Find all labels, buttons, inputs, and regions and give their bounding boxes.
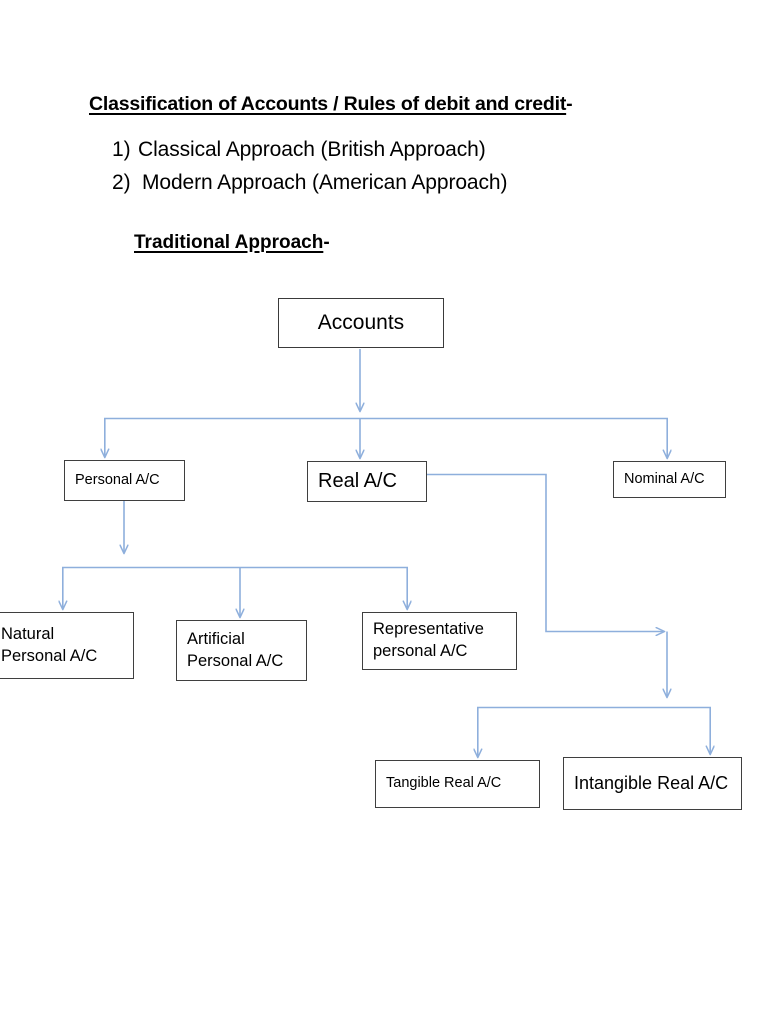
- list-item-2: 2) Modern Approach (American Approach): [112, 171, 507, 195]
- list-item-1-marker: 1): [112, 138, 131, 161]
- page-title-underlined: Classification of Accounts / Rules of de…: [89, 93, 567, 115]
- list-item-1-text: Classical Approach (British Approach): [138, 138, 486, 161]
- node-tangible-real-ac-label: Tangible Real A/C: [386, 775, 502, 792]
- list-item-2-marker: 2): [112, 171, 131, 194]
- node-nominal-ac-label: Nominal A/C: [624, 470, 705, 487]
- node-intangible-real-ac-label: Intangible Real A/C: [574, 772, 729, 793]
- section-subtitle-underlined: Traditional Approach: [134, 232, 324, 253]
- node-real-ac[interactable]: Real A/C: [307, 461, 427, 502]
- page-title-dash: -: [566, 93, 573, 115]
- node-representative-personal-ac[interactable]: Representative personal A/C: [362, 612, 517, 670]
- node-artificial-personal-ac-line2: Personal A/C: [187, 651, 284, 670]
- list-item-2-text: Modern Approach (American Approach): [142, 171, 508, 194]
- node-natural-personal-ac-line1: Natural: [1, 624, 55, 643]
- node-accounts-label: Accounts: [317, 311, 405, 335]
- node-representative-personal-ac-line1: Representative: [373, 620, 484, 639]
- node-representative-personal-ac-line2: personal A/C: [373, 642, 468, 660]
- node-artificial-personal-ac[interactable]: Artificial Personal A/C: [176, 620, 307, 681]
- node-artificial-personal-ac-line1: Artificial: [187, 629, 245, 648]
- node-intangible-real-ac[interactable]: Intangible Real A/C: [563, 757, 742, 810]
- page-title: Classification of Accounts / Rules of de…: [89, 93, 573, 116]
- list-item-1: 1) Classical Approach (British Approach): [112, 138, 486, 162]
- node-nominal-ac[interactable]: Nominal A/C: [613, 461, 726, 498]
- node-natural-personal-ac-line2: Personal A/C: [1, 646, 98, 665]
- section-subtitle: Traditional Approach-: [134, 232, 330, 254]
- node-real-ac-label: Real A/C: [318, 470, 397, 493]
- node-tangible-real-ac[interactable]: Tangible Real A/C: [375, 760, 540, 808]
- node-natural-personal-ac[interactable]: Natural Personal A/C: [0, 612, 134, 679]
- edge-real-elbow: [427, 473, 664, 632]
- section-subtitle-dash: -: [323, 232, 330, 253]
- node-personal-ac[interactable]: Personal A/C: [64, 460, 185, 501]
- node-accounts[interactable]: Accounts: [278, 298, 444, 348]
- node-personal-ac-label: Personal A/C: [75, 471, 160, 488]
